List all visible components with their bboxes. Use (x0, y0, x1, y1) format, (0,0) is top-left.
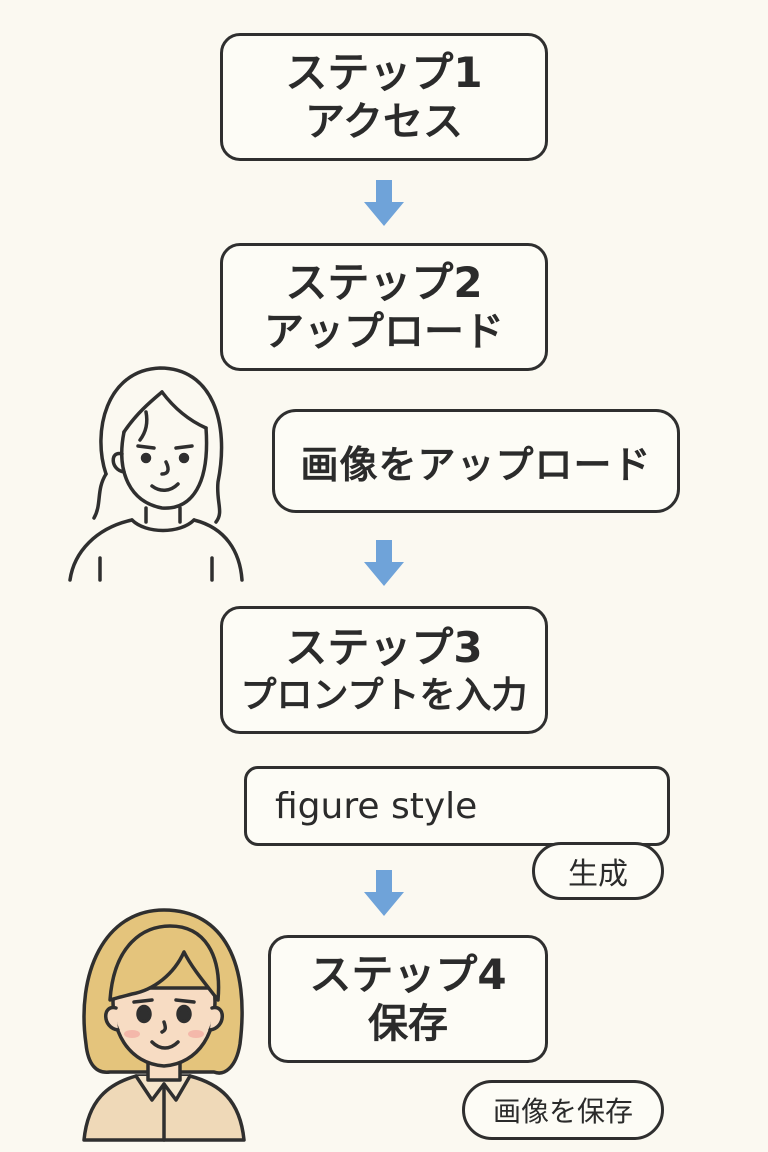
step-2-title: ステップ2 (285, 257, 483, 307)
step-3-title: ステップ3 (285, 623, 483, 673)
arrow-down-icon (364, 540, 404, 586)
save-image-button[interactable]: 画像を保存 (462, 1080, 664, 1140)
generate-button[interactable]: 生成 (532, 842, 664, 900)
step-4-box: ステップ4 保存 (268, 935, 548, 1063)
save-image-label: 画像を保存 (492, 1095, 633, 1128)
step-3-subtitle: プロンプトを入力 (240, 674, 528, 716)
upload-image-label: 画像をアップロード (300, 442, 652, 487)
generate-button-label: 生成 (568, 857, 628, 892)
step-1-box: ステップ1 アクセス (220, 33, 548, 161)
person-color-illustration (82, 908, 246, 1142)
step-2-subtitle: アップロード (264, 309, 504, 356)
step-1-title: ステップ1 (285, 47, 483, 97)
step-3-box: ステップ3 プロンプトを入力 (220, 606, 548, 734)
step-1-subtitle: アクセス (305, 99, 463, 146)
person-line-illustration (68, 366, 244, 582)
step-2-box: ステップ2 アップロード (220, 243, 548, 371)
step-4-subtitle: 保存 (368, 1001, 448, 1048)
step-4-title: ステップ4 (309, 949, 507, 999)
arrow-down-icon (364, 870, 404, 916)
prompt-input-value: figure style (275, 785, 478, 827)
arrow-down-icon (364, 180, 404, 226)
prompt-input[interactable]: figure style (244, 766, 670, 846)
upload-image-button[interactable]: 画像をアップロード (272, 409, 680, 513)
